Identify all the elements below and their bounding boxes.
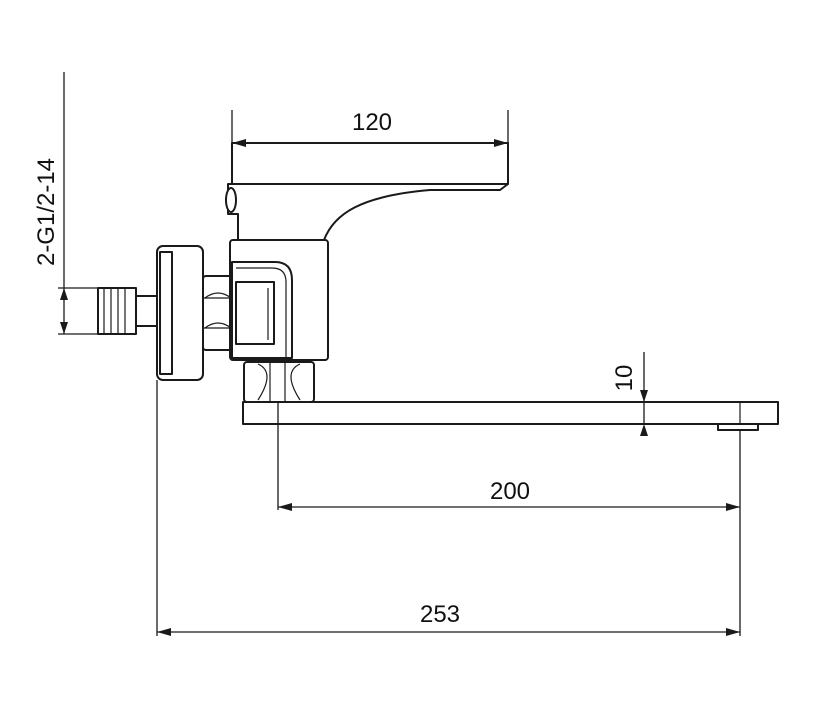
dim-spout-reach-label: 200 [490, 478, 530, 505]
spout [242, 401, 779, 431]
wall-flange [156, 245, 204, 381]
mixer-body [229, 239, 329, 361]
dim-overall-length: 253 [156, 380, 741, 636]
spout-nut [243, 361, 315, 403]
hex-nut [202, 275, 234, 351]
dim-overall-length-label: 253 [420, 601, 460, 628]
dim-handle-length-label: 120 [352, 109, 392, 136]
dim-thread-spec: 2-G1/2-14 [33, 72, 98, 335]
dim-spout-thickness-label: 10 [611, 365, 638, 392]
dim-spout-reach: 200 [277, 402, 741, 511]
dim-handle-length: 120 [231, 109, 509, 147]
dim-spout-thickness: 10 [611, 352, 648, 436]
dim-thread-spec-label: 2-G1/2-14 [33, 158, 60, 266]
inlet-connector [97, 287, 159, 335]
lever-handle [225, 142, 509, 241]
